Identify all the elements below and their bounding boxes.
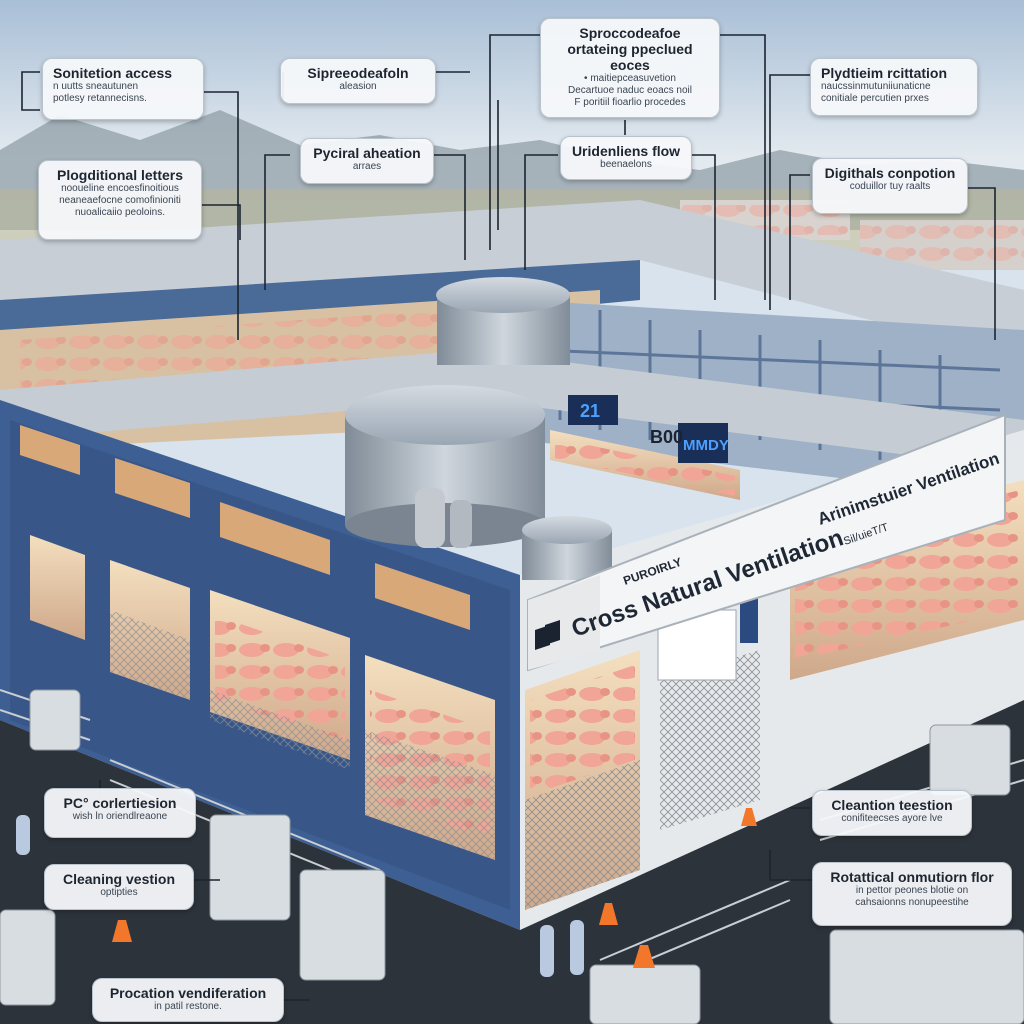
callout-subtitle: naucssinmutuniiunaticne conitiale percut…: [821, 81, 931, 104]
callout-subtitle: optipties: [100, 887, 138, 898]
callout-unidentions-flow: Uridenliens flow beenaelons: [560, 136, 692, 180]
far-barn-roof: [0, 200, 1024, 360]
workers: [16, 815, 584, 977]
ventilation-sign: [527, 413, 1006, 672]
callout-title: PC° corlertiesion: [63, 795, 177, 811]
equipment-units: [0, 689, 1024, 1024]
silos: [415, 488, 472, 548]
callout-subtitle: conifiteecses ayore lve: [841, 813, 943, 824]
callout-title: Cleantion teestion: [831, 797, 953, 813]
callout-sanitation-access: Sonitetion access n uutts sneautunen pot…: [42, 58, 204, 120]
storage-tank-small: [522, 516, 612, 580]
callout-subtitle: in pettor peones blotie on cahsaionns no…: [855, 885, 969, 908]
callout-subtitle: wish ln oriendlreaone: [72, 811, 168, 822]
callout-title: Digithals conpotion: [824, 165, 956, 181]
traffic-cones: [112, 808, 757, 968]
callout-title: Rotattical onmutiorn flor: [830, 869, 994, 885]
ground: [0, 700, 1024, 1024]
callout-title: Plogditional letters: [56, 167, 183, 183]
callout-pc-contention: PC° corlertiesion wish ln oriendlreaone: [44, 788, 196, 838]
callout-title: Sproccodeafoe ortateing ppeclued eoces: [567, 25, 693, 73]
callout-title: Sipreeodeafoln: [307, 65, 409, 81]
callout-title: Sonitetion access: [53, 65, 173, 81]
callout-title: Cleaning vestion: [62, 871, 176, 887]
callout-procation-vendiferation: Procation vendiferation in patil restone…: [92, 978, 284, 1022]
main-roof-edge: [0, 350, 1024, 470]
callout-title: Uridenliens flow: [571, 143, 681, 159]
callout-title: Plydtieim rcittation: [821, 65, 948, 81]
callout-superfoodfaln: Sipreeodeafoln aleasion: [280, 58, 436, 104]
callout-physician-ventilation: Plydtieim rcittation naucssinmutuniiunat…: [810, 58, 978, 116]
callout-cleantion-testion: Cleantion teestion conifiteecses ayore l…: [812, 790, 972, 836]
callout-subtitle: beenaelons: [600, 159, 652, 170]
callout-physical-arrays: Pyciral aheation arraes: [300, 138, 434, 184]
callout-title: Procation vendiferation: [109, 985, 267, 1001]
callout-subtitle: n uutts sneautunen potlesy retannecisns.: [53, 81, 147, 104]
screen-value-1: 21: [580, 401, 600, 421]
storage-tank-back: [436, 277, 570, 365]
callout-subtitle: in patil restone.: [154, 1001, 222, 1012]
callout-subtitle: coduillor tuy raalts: [849, 181, 931, 192]
callout-subtitle: aleasion: [339, 81, 377, 92]
front-pens: [30, 535, 495, 860]
storage-tank-large: [345, 385, 545, 547]
front-windows: [20, 425, 470, 630]
callout-subtitle: • maitiepceasuvetion Decartuoe naduc eoa…: [568, 73, 692, 108]
callout-procedures: Sproccodeafoe ortateing ppeclued eoces •…: [540, 18, 720, 118]
callout-title: Pyciral aheation: [313, 145, 421, 161]
screen-value-2: B00: [650, 427, 683, 447]
callout-cleaning-vestion: Cleaning vestion optipties: [44, 864, 194, 910]
callout-subtitle: nooueline encoesfinoitious neaneaefocne …: [59, 183, 181, 218]
callout-plogditional-letters: Plogditional letters nooueline encoesfin…: [38, 160, 202, 240]
callout-digitals-companion: Digithals conpotion coduillor tuy raalts: [812, 158, 968, 214]
callout-rotational-formation: Rotattical onmutiorn flor in pettor peon…: [812, 862, 1012, 926]
screen-value-3: MMDY: [683, 437, 729, 454]
callout-subtitle: arraes: [352, 161, 382, 172]
